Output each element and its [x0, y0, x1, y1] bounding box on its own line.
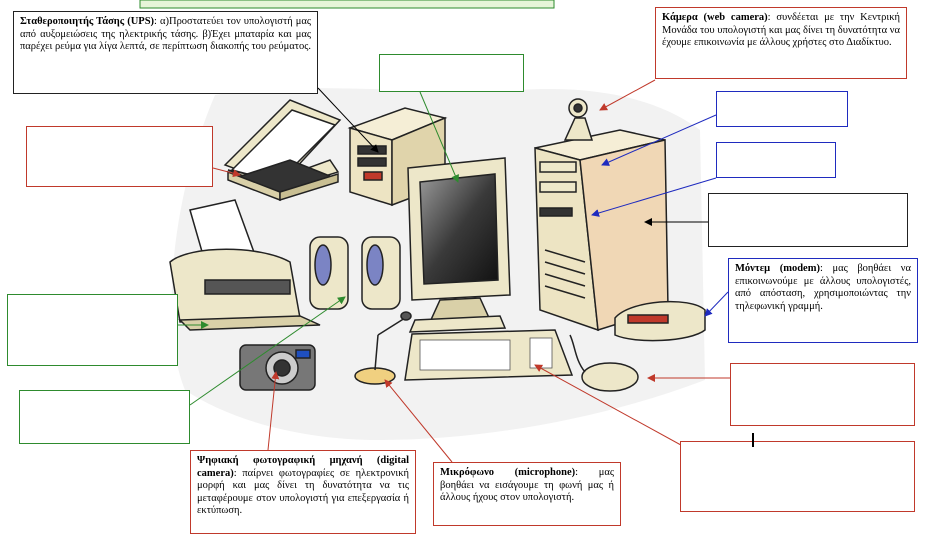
- modem-label-box: Μόντεμ (modem): μας βοηθάει να επικοινων…: [728, 258, 918, 343]
- microphone-term: Μικρόφωνο (microphone): [440, 467, 576, 478]
- webcam: [563, 98, 594, 141]
- blank-box-monitor[interactable]: [379, 54, 524, 92]
- webcam-term: Κάμερα (web camera): [662, 12, 768, 23]
- ups-label-box: Σταθεροποιητής Τάσης (UPS): α)Προστατεύε…: [13, 11, 318, 94]
- text-cursor: [752, 433, 754, 447]
- webcam-label-box: Κάμερα (web camera): συνδέεται με την Κε…: [655, 7, 907, 79]
- computer-tower: [534, 129, 669, 332]
- webcam-description: : συνδέεται με την Κεντρική Μονάδα του υ…: [662, 12, 900, 48]
- blank-box-speakers[interactable]: [19, 390, 190, 444]
- digital-camera-term: Ψηφιακή φωτογραφική μηχανή (digital came…: [197, 455, 409, 479]
- leader-lines: [178, 79, 730, 463]
- microphone-label-box: Μικρόφωνο (microphone): μας βοηθάει να ε…: [433, 462, 621, 526]
- blank-box-drive-2[interactable]: [716, 142, 836, 178]
- blank-box-keyboard[interactable]: [680, 441, 915, 512]
- speakers: [309, 236, 401, 310]
- blank-box-printer[interactable]: [7, 294, 178, 366]
- ups-description: : α)Προστατεύει τον υπολογιστή μας από α…: [20, 16, 311, 52]
- blank-box-drive-1[interactable]: [716, 91, 848, 127]
- blank-box-mouse[interactable]: [730, 363, 915, 426]
- digital-camera: [239, 344, 316, 391]
- scanner: [223, 99, 342, 202]
- keyboard: [404, 329, 574, 381]
- monitor: [407, 157, 511, 333]
- digital-camera-description: : παίρνει φωτογραφίες σε ηλεκτρονική μορ…: [197, 467, 409, 517]
- mouse: [569, 334, 639, 392]
- modem-term: Μόντεμ (modem): [735, 263, 820, 274]
- blank-box-tower[interactable]: [708, 193, 908, 247]
- top-banner: [139, 0, 555, 9]
- modem: [614, 300, 706, 342]
- digital-camera-label-box: Ψηφιακή φωτογραφική μηχανή (digital came…: [190, 450, 416, 534]
- blank-box-scanner[interactable]: [26, 126, 213, 187]
- modem-description: : μας βοηθάει να επικοινωνούμε με άλλους…: [735, 263, 911, 312]
- microphone-description: : μας βοηθάει να εισάγουμε τη φωνή μας ή…: [440, 467, 614, 503]
- printer: [169, 199, 321, 331]
- ups-term: Σταθεροποιητής Τάσης (UPS): [20, 16, 155, 27]
